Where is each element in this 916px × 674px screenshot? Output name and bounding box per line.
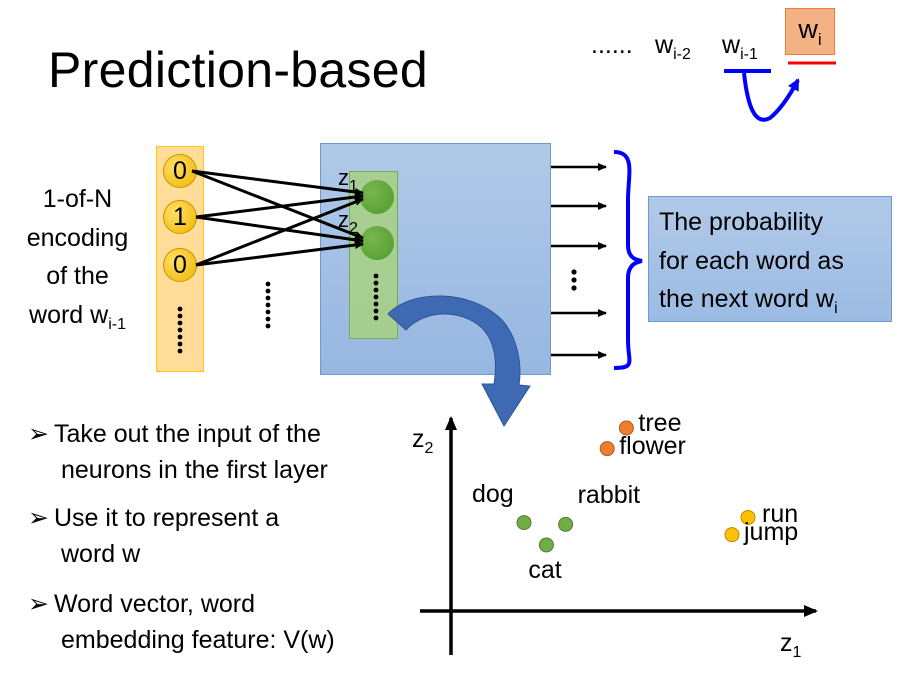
bullet-text: Take out the input of the: [54, 420, 321, 448]
vertical-ellipsis-icon: [571, 269, 577, 291]
scatter-label-dog: dog: [472, 479, 514, 508]
scatter-point-flower: [599, 441, 615, 457]
x-axis-label: z1: [780, 628, 801, 668]
curved-arrow-icon: [387, 295, 531, 427]
axis-subscript: 2: [424, 440, 434, 457]
desc-subscript: i: [834, 300, 838, 317]
bullet-text: neurons in the first layer: [61, 456, 328, 484]
scatter-point-cat: [538, 537, 554, 553]
axis-base: z: [780, 629, 793, 657]
label-line: of the: [46, 262, 109, 290]
current-word-box: wi: [785, 8, 835, 55]
word-subscript: i: [817, 30, 822, 49]
bullet-arrow-icon: ➢: [28, 420, 49, 448]
bullet-text: word w: [61, 540, 141, 568]
word-subscript: i-1: [740, 46, 758, 63]
z1-label: z1: [338, 166, 358, 199]
z-base: z: [338, 207, 349, 232]
bullet-text: embedding feature: V(w): [61, 626, 335, 654]
desc-line: for each word as: [659, 246, 844, 275]
connection-line: [191, 169, 364, 196]
bullet-arrow-icon: ➢: [28, 590, 49, 618]
z-base: z: [338, 165, 349, 190]
desc-line: The probability: [659, 208, 823, 236]
scatter-point-jump: [724, 527, 740, 543]
input-node: 0: [163, 248, 197, 282]
scatter-point-dog: [516, 515, 532, 531]
scatter-label-flower: flower: [619, 431, 686, 460]
bullet-text: Word vector, word: [54, 590, 256, 618]
word-subscript: i-2: [673, 46, 691, 63]
connection-line: [195, 193, 364, 219]
scatter-label-tree: tree: [638, 409, 682, 437]
scatter-point-run: [740, 509, 756, 525]
vertical-ellipsis-icon: [373, 273, 379, 321]
label-line: 1-of-N: [42, 185, 113, 213]
slide-title: Prediction-based: [48, 42, 429, 98]
axis-subscript: 1: [792, 644, 802, 661]
connection-line: [195, 215, 364, 244]
word-base: w: [655, 31, 674, 59]
word-w-i-minus-2: wi-2: [655, 30, 691, 70]
scatter-point-tree: [618, 420, 634, 436]
label-line: encoding: [26, 223, 129, 252]
word-w-i-minus-1: wi-1: [722, 30, 758, 70]
vertical-ellipsis-icon: [177, 306, 183, 354]
y-axis-label: z2: [412, 424, 433, 464]
desc-base: the next word w: [659, 285, 835, 313]
bullet-arrow-icon: ➢: [28, 504, 49, 532]
z-subscript: 1: [349, 178, 358, 195]
scatter-label-rabbit: rabbit: [577, 481, 641, 510]
input-encoding-label: 1-of-N encoding of the word wi-1: [0, 180, 155, 344]
desc-line: the next word wi: [659, 280, 881, 329]
connection-line: [191, 169, 364, 240]
hidden-node-z2: [360, 226, 394, 260]
sequence-ellipsis: ......: [591, 31, 633, 59]
word-base: w: [722, 31, 741, 59]
bullet-text: Use it to represent a: [54, 504, 280, 532]
input-node: 0: [163, 154, 197, 188]
output-description-box: The probability for each word as the nex…: [648, 196, 892, 322]
vertical-ellipsis-icon: [265, 281, 271, 329]
z-subscript: 2: [349, 220, 358, 237]
scatter-label-jump: jump: [744, 517, 799, 546]
connection-line: [195, 241, 364, 267]
scatter-label-cat: cat: [528, 555, 562, 584]
word-base: w: [798, 14, 818, 44]
scatter-point-rabbit: [558, 516, 574, 532]
bullet-item: ➢Word vector, word embedding feature: V(…: [28, 586, 335, 658]
label-line: word wi-1: [0, 296, 155, 345]
label-base: word w: [29, 300, 109, 329]
connection-line: [195, 197, 364, 267]
z2-label: z2: [338, 208, 358, 241]
axis-base: z: [412, 425, 425, 453]
bullet-item: ➢Use it to represent a word w: [28, 500, 279, 572]
next-word-arrow-icon: [742, 72, 800, 122]
label-subscript: i-1: [108, 315, 126, 333]
scatter-label-run: run: [762, 500, 799, 529]
bullet-item: ➢Take out the input of the neurons in th…: [28, 416, 328, 488]
hidden-node-z1: [360, 180, 394, 214]
curly-brace: [613, 150, 643, 370]
